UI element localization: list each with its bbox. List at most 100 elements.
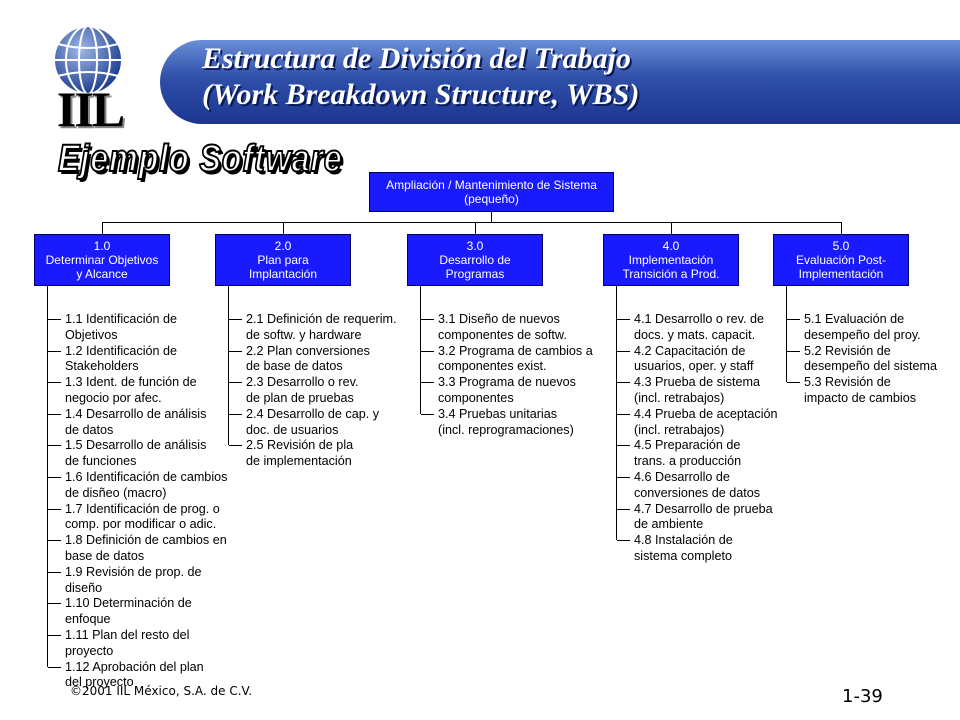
task-title-continued: de implementación — [246, 454, 352, 469]
task-title-continued: proyecto — [65, 643, 114, 658]
task-item: 3.4 Pruebas unitarias(incl. reprogramaci… — [421, 407, 593, 439]
task-title: 1.5 Desarrollo de análisis — [65, 438, 207, 453]
phase-1-label-b: y Alcance — [76, 267, 128, 281]
task-title-continued: de funciones — [65, 454, 137, 469]
task-title: 4.6 Desarrollo de — [634, 469, 730, 484]
task-title: 1.2 Identificación de — [65, 343, 178, 358]
task-title: 1.7 Identificación de prog. o — [65, 501, 220, 516]
task-item: 2.3 Desarrollo o rev.de plan de pruebas — [229, 375, 397, 407]
phase-2-label-a: Plan para — [257, 253, 309, 267]
task-title: 5.2 Revisión de — [804, 343, 891, 358]
task-title-continued: (incl. reprogramaciones) — [438, 422, 574, 437]
task-title-continued: doc. de usuarios — [246, 422, 339, 437]
task-item: 4.4 Prueba de aceptación(incl. retrabajo… — [617, 406, 778, 439]
task-item: 2.1 Definición de requerim.de softw. y h… — [229, 312, 397, 344]
task-title: 4.4 Prueba de aceptación — [634, 406, 778, 421]
root-node-line-1: Ampliación / Mantenimiento de Sistema — [386, 178, 597, 192]
title-banner — [160, 40, 960, 124]
task-title-continued: componentes exist. — [438, 359, 547, 374]
phase-node-2: 2.0 Plan para Implantación — [215, 234, 351, 286]
iil-logo: IIL — [24, 22, 154, 137]
task-title: 2.4 Desarrollo de cap. y — [246, 406, 380, 421]
phase-node-4: 4.0 Implementación Transición a Prod. — [603, 234, 739, 286]
task-title: 4.2 Capacitación de — [634, 343, 746, 358]
task-title-continued: de ambiente — [634, 517, 704, 532]
task-title: 4.1 Desarrollo o rev. de — [634, 312, 764, 326]
root-node: Ampliación / Mantenimiento de Sistema (p… — [369, 172, 614, 212]
connector-root — [491, 212, 492, 222]
phase-4-number: 4.0 — [662, 239, 680, 253]
phase-1-label-a: Determinar Objetivos — [45, 253, 159, 267]
task-title: 1.9 Revisión de prop. de — [65, 564, 202, 579]
task-title: 1.1 Identificación de — [65, 312, 178, 326]
task-title-continued: diseño — [65, 580, 103, 595]
subtitle: Ejemplo Software — [57, 137, 343, 181]
phase-node-3: 3.0 Desarrollo de Programas — [407, 234, 543, 286]
task-title-continued: del proyecto — [65, 675, 134, 690]
task-title: 4.3 Prueba de sistema — [634, 375, 761, 390]
phase-2-label-b: Implantación — [248, 267, 318, 281]
title-line-2: (Work Breakdown Structure, WBS) — [202, 78, 640, 111]
task-title-continued: trans. a producción — [634, 454, 742, 469]
connector-phase-1 — [102, 222, 103, 234]
task-title-continued: de disñeo (macro) — [65, 485, 167, 500]
task-title-continued: enfoque — [65, 612, 111, 627]
phase-3-number: 3.0 — [466, 239, 484, 253]
connector-phase-2 — [283, 222, 284, 234]
task-title-continued: Stakeholders — [65, 359, 139, 374]
task-title: 1.12 Aprobación del plan — [65, 659, 204, 674]
task-title-continued: conversiones de datos — [634, 485, 761, 500]
task-title-continued: sistema completo — [634, 548, 732, 563]
phase-3-label-a: Desarrollo de — [439, 253, 511, 267]
task-title: 3.3 Programa de nuevos — [438, 375, 576, 390]
connector-phase-4 — [671, 222, 672, 234]
task-title-continued: de plan de pruebas — [246, 390, 354, 405]
task-title-continued: de datos — [65, 422, 114, 437]
task-title-continued: comp. por modificar o adic. — [65, 517, 217, 532]
task-spine-phase-2 — [228, 286, 229, 445]
phase-5-label-a: Evaluación Post- — [795, 253, 887, 267]
task-title: 1.4 Desarrollo de análisis — [65, 406, 207, 421]
root-node-line-2: (pequeño) — [464, 192, 519, 206]
task-spine-phase-4 — [616, 286, 617, 540]
phase-3-label-b: Programas — [445, 267, 505, 281]
task-title: 2.5 Revisión de pla — [246, 438, 354, 453]
task-title-continued: docs. y mats. capacit. — [634, 327, 756, 342]
task-title: 3.2 Programa de cambios a — [438, 343, 593, 358]
slide-title: Estructura de División del Trabajo (Work… — [202, 41, 942, 113]
task-title-continued: base de datos — [65, 548, 145, 563]
task-title-continued: componentes — [438, 390, 514, 405]
task-title: 1.3 Ident. de función de — [65, 375, 197, 390]
task-title-continued: componentes de softw. — [438, 327, 567, 342]
task-title: 4.8 Instalación de — [634, 533, 733, 548]
connector-phase-3 — [475, 222, 476, 234]
task-title-continued: de softw. y hardware — [246, 327, 362, 342]
task-title: 5.1 Evaluación de — [804, 312, 905, 326]
task-spine-phase-3 — [420, 286, 421, 414]
title-line-1: Estructura de División del Trabajo — [202, 42, 631, 75]
task-item: 4.3 Prueba de sistema(incl. retrabajos) — [617, 375, 778, 407]
